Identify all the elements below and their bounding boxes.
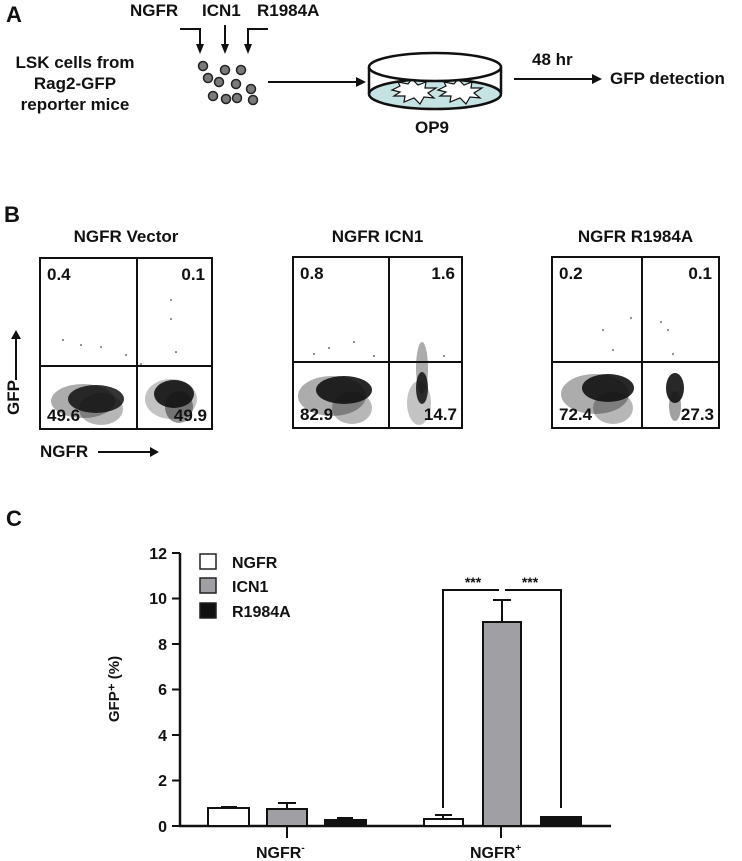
facs-plot-vector: 0.4 0.1 49.6 49.9 — [39, 257, 213, 430]
cell-cluster — [197, 60, 259, 106]
scatter-dots — [561, 317, 684, 424]
facs-title-vector: NGFR Vector — [73, 227, 179, 246]
legend-swatch-icn1 — [199, 577, 217, 594]
time-label: 48 hr — [532, 50, 573, 69]
quadrant-ll-value: 49.6 — [47, 406, 81, 425]
svg-text:12: 12 — [149, 546, 167, 563]
legend-label-icn1: ICN1 — [232, 579, 269, 596]
legend — [199, 553, 217, 619]
construct-r1984a-label: R1984A — [257, 1, 320, 20]
workflow-diagram — [180, 25, 602, 111]
construct-ngfr-label: NGFR — [130, 1, 179, 20]
facs-x-axis-label: NGFR — [40, 442, 89, 461]
source-line-2: Rag2-GFP — [33, 74, 117, 93]
significance-brackets — [442, 589, 562, 808]
significance-right: *** — [522, 574, 539, 590]
quadrant-lr-value: 49.9 — [173, 406, 207, 425]
quadrant-ur-value: 1.6 — [431, 264, 455, 283]
scatter-dots — [51, 299, 197, 425]
svg-text:8: 8 — [158, 637, 167, 654]
bars-ngfr-pos — [423, 599, 582, 827]
scatter-dots — [298, 341, 445, 425]
x-axis-arrow-icon — [98, 447, 159, 457]
quadrant-ll-value: 82.9 — [300, 405, 334, 424]
quadrant-ul-value: 0.2 — [559, 264, 583, 283]
facs-y-axis-label: GFP — [4, 380, 23, 415]
quadrant-lr-value: 14.7 — [423, 405, 457, 424]
legend-swatch-ngfr — [199, 553, 217, 570]
category-label-ngfr-pos: NGFR+ — [470, 843, 521, 861]
quadrant-ll-value: 72.4 — [559, 405, 593, 424]
legend-label-ngfr: NGFR — [232, 555, 278, 572]
panel-a-letter: A — [6, 2, 22, 27]
quadrant-ur-value: 0.1 — [688, 264, 712, 283]
svg-text:6: 6 — [158, 682, 167, 699]
svg-text:2: 2 — [158, 773, 167, 790]
quadrant-ul-value: 0.4 — [47, 265, 71, 284]
construct-icn1-label: ICN1 — [202, 1, 241, 20]
svg-text:10: 10 — [149, 591, 167, 608]
source-line-3: reporter mice — [20, 95, 130, 114]
svg-text:0: 0 — [158, 819, 167, 836]
quadrant-ur-value: 0.1 — [181, 265, 205, 284]
facs-plot-r1984a: 0.2 0.1 72.4 27.3 — [551, 256, 720, 429]
category-label-ngfr-neg: NGFR- — [256, 843, 305, 861]
facs-title-r1984a: NGFR R1984A — [577, 227, 694, 246]
bars-ngfr-neg — [207, 802, 367, 827]
svg-text:4: 4 — [158, 728, 167, 745]
source-line-1: LSK cells from — [15, 53, 135, 72]
legend-label-r1984a: R1984A — [232, 604, 291, 621]
facs-plot-icn1: 0.8 1.6 82.9 14.7 — [292, 256, 463, 429]
panel-b-letter: B — [4, 202, 20, 227]
facs-title-icn1: NGFR ICN1 — [331, 227, 424, 246]
construct-arrows — [180, 25, 268, 46]
legend-swatch-r1984a — [199, 602, 217, 619]
dish-label: OP9 — [415, 118, 450, 137]
source-cells-label: LSK cells from Rag2-GFP reporter mice — [0, 52, 150, 115]
y-tick-labels: 12 10 8 6 4 2 0 — [149, 546, 167, 836]
panel-c-letter: C — [6, 506, 22, 531]
quadrant-lr-value: 27.3 — [680, 405, 714, 424]
culture-dish-icon — [367, 51, 503, 111]
significance-left: *** — [465, 574, 482, 590]
y-ticks — [172, 552, 502, 838]
quadrant-ul-value: 0.8 — [300, 264, 324, 283]
readout-label: GFP detection — [610, 69, 725, 88]
y-axis-arrow-icon — [11, 330, 21, 380]
